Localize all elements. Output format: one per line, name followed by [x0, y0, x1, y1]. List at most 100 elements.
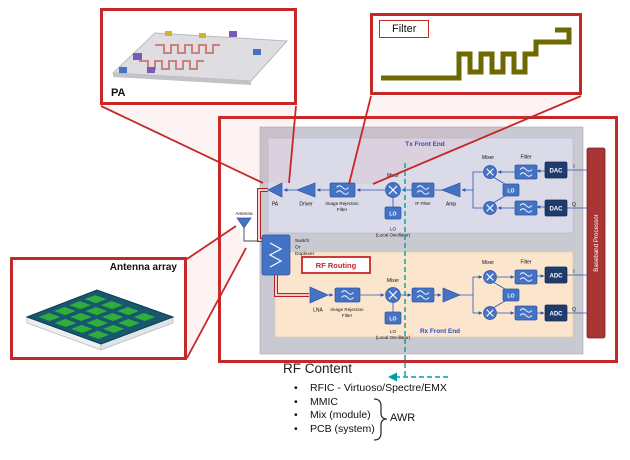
tx-driver-label: Driver	[299, 202, 313, 208]
list-item-rfic: RFIC - Virtuoso/Spectre/EMX	[292, 382, 447, 396]
tx-lo-label-1: LO	[390, 227, 397, 232]
tx-iq-mixer-label: Mixer	[482, 155, 495, 161]
awr-label: AWR	[390, 412, 416, 424]
chip-block-blue	[253, 49, 261, 55]
chip-block-purple	[133, 53, 142, 60]
chip-block-purple	[229, 31, 237, 37]
tx-i-label: I	[573, 164, 574, 170]
rx-q-label: Q	[572, 307, 576, 313]
rx-iq-lo-label: LO	[507, 294, 514, 300]
pa-callout-label: PA	[111, 87, 126, 99]
list-item-mmic: MMIC	[292, 396, 447, 410]
rf-content-title: RF Content	[283, 361, 353, 376]
tx-filter-q-block	[514, 200, 538, 216]
rx-iq-lo-block	[502, 288, 520, 302]
tx-irf-label-1: Image Rejection	[325, 201, 359, 206]
tx-dac-i-label: DAC	[550, 169, 564, 175]
switch-label-2: Or	[295, 245, 301, 251]
rx-adc-i-block	[544, 266, 568, 284]
meander-trace-row1	[155, 44, 220, 54]
tx-mixer-label: Mixer	[387, 173, 400, 179]
baseband-processor-block	[586, 147, 606, 339]
chip-block-purple	[147, 67, 155, 73]
tx-filter-i-block	[514, 164, 538, 180]
chip-block-yellow	[199, 33, 206, 38]
list-item-mix: Mix (module)	[292, 409, 447, 423]
tx-iq-lo-label: LO	[507, 189, 514, 195]
tx-dac-q-block	[544, 199, 568, 217]
tx-dac-q-label: DAC	[550, 207, 564, 213]
array-top-face	[25, 289, 175, 345]
rf-content-list: RFIC - Virtuoso/Spectre/EMX MMIC Mix (mo…	[292, 382, 447, 436]
rf-routing-box	[301, 256, 371, 274]
pa-chip-3d-image	[111, 31, 289, 85]
filter-callout: Filter	[370, 13, 582, 95]
rx-if-filter-block	[411, 287, 435, 303]
tx-iq-mixer-i	[482, 164, 498, 180]
rx-mixer-label: Mixer	[387, 278, 400, 284]
tx-if-filter-label: IF Filter	[415, 201, 431, 206]
antenna-array-label: Antenna array	[109, 262, 177, 273]
tx-driver-amp	[296, 182, 316, 198]
tx-mixer	[384, 181, 402, 199]
switch-label-1: Switch	[295, 238, 309, 244]
switch-label-3: Duplexer	[295, 251, 315, 257]
chip-edge	[113, 73, 251, 85]
tx-lo-box-label: LO	[389, 212, 396, 218]
rx-iq-mixer-i	[482, 269, 498, 285]
filter-meander-trace	[381, 27, 572, 81]
arrow-left-icon	[388, 372, 397, 382]
rx-adc-i-label: ADC	[550, 274, 564, 280]
filter-meander-image	[381, 27, 572, 81]
rx-adc-q-label: ADC	[550, 312, 564, 318]
rx-image-rejection-filter-block	[334, 287, 361, 303]
rx-filter-label: Filter	[520, 260, 531, 266]
rx-lo-box-label: LO	[389, 317, 396, 323]
rx-chain: LNA Image Rejection Filter Mixer LO LO (…	[309, 260, 587, 340]
tx-irf-label-2: Filter	[337, 207, 348, 212]
chip-block-blue	[119, 67, 127, 73]
rx-filter-q-block	[514, 305, 538, 321]
rx-filter-i-block	[514, 269, 538, 285]
pa-callout: PA	[100, 8, 297, 105]
list-item-pcb: PCB (system)	[292, 423, 447, 437]
antenna-array-callout: Antenna array	[10, 257, 187, 360]
antenna-icon	[236, 217, 252, 229]
antenna-label: Antenna	[235, 211, 253, 216]
rf-routing-label: RF Routing	[316, 261, 357, 270]
tx-filter-label: Filter	[520, 155, 531, 161]
filter-callout-label: Filter	[379, 20, 430, 38]
tx-iq-mixer-q	[482, 200, 498, 216]
rx-lo-block	[384, 311, 402, 325]
rx-amp	[442, 287, 461, 303]
tx-front-end-title: Tx Front End	[405, 141, 445, 148]
rx-iq-mixer-label: Mixer	[482, 260, 495, 266]
chip-block-yellow	[165, 31, 172, 36]
tx-pa-label: PA	[272, 202, 279, 208]
rx-i-label: I	[573, 269, 574, 275]
baseband-processor-label: Baseband Processor	[593, 214, 600, 271]
rx-lna-label: LNA	[313, 308, 323, 314]
patch-grid	[38, 295, 156, 339]
rx-lo-label-2: (Local Oscillator)	[376, 335, 411, 340]
antenna-array-3d-image	[25, 289, 175, 351]
rf-routing-traces	[257, 188, 309, 297]
rx-mixer	[384, 286, 402, 304]
tx-if-filter-block	[411, 182, 435, 198]
rx-iq-mixer-q	[482, 305, 498, 321]
tx-lo-label-2: (Local Oscillator)	[376, 233, 411, 238]
tx-lo-block	[384, 206, 402, 220]
switch-icon	[268, 242, 283, 268]
rx-irf-label-2: Filter	[342, 313, 353, 318]
rx-irf-label-1: Image Rejection	[330, 307, 364, 312]
tx-image-rejection-filter-block	[329, 182, 356, 198]
tx-amp	[441, 182, 461, 198]
rf-system-diagram: Tx Front End Rx Front End Baseband Proce…	[218, 116, 618, 363]
rx-lna-amp	[309, 286, 329, 304]
tx-amp-label: Amp	[446, 202, 457, 208]
rx-adc-q-block	[544, 304, 568, 322]
rx-lo-label-1: LO	[390, 329, 397, 334]
tx-pa-amp	[267, 182, 283, 198]
switch-duplexer-block	[261, 234, 291, 276]
